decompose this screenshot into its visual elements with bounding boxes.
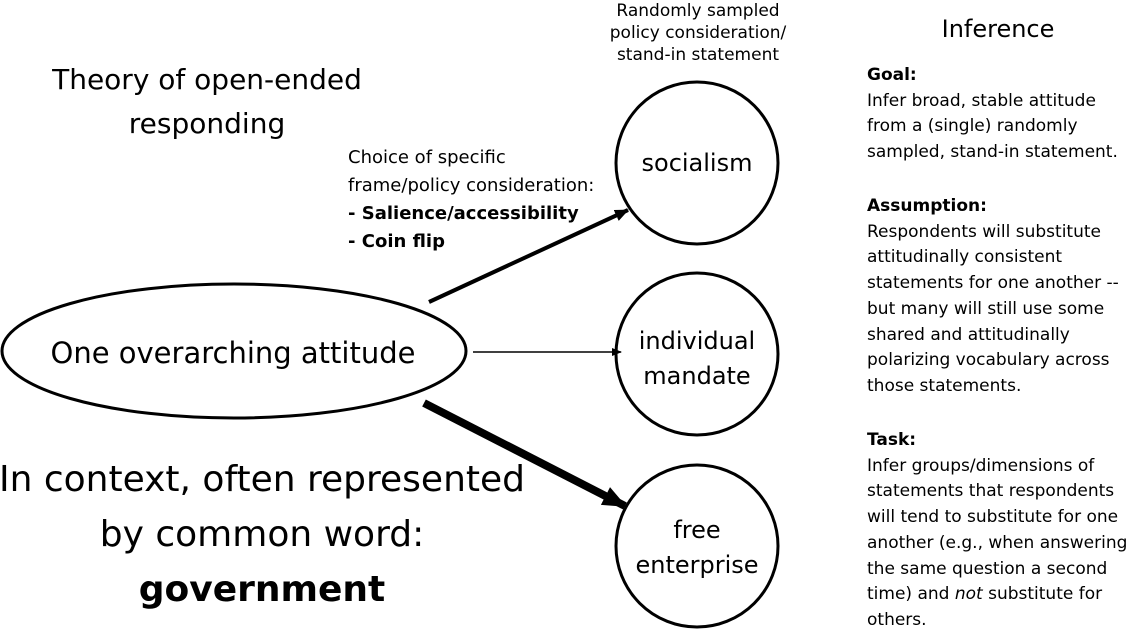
assumption-line: but many will still use some: [867, 298, 1105, 319]
sampled-label-line: Randomly sampled: [616, 1, 780, 21]
task-line: statements that respondents: [867, 481, 1115, 502]
diagram-title: Theory of open-ended responding: [0, 58, 417, 146]
choice-label: Choice of specific frame/policy consider…: [348, 144, 594, 256]
task-line-part: time) and: [867, 584, 955, 605]
inference-title: Inference: [941, 15, 1055, 43]
goal-line: from a (single) randomly: [867, 116, 1078, 137]
task-line-emphasis: not: [954, 584, 983, 605]
goal-heading: Goal:: [867, 65, 917, 85]
target-node-label-line: free: [673, 516, 721, 544]
source-node-label: One overarching attitude: [50, 336, 416, 370]
arrow-to-free-enterprise: [422, 399, 627, 510]
source-node-ellipse: [0, 282, 468, 420]
assumption-heading: Assumption:: [867, 196, 987, 216]
target-node-free-enterprise: [614, 463, 780, 629]
assumption-line: statements for one another --: [867, 273, 1119, 294]
target-node-label-line: individual: [638, 327, 756, 355]
choice-bullet: - Coin flip: [348, 231, 445, 252]
assumption-line: those statements.: [867, 375, 1022, 396]
task-line: another (e.g., when answering: [867, 532, 1128, 553]
target-node-label-free-enterprise: free enterprise: [617, 513, 777, 583]
task-line: time) and not substitute for: [867, 582, 1127, 608]
task-heading: Task:: [867, 430, 917, 450]
inference-task: Task: Infer groups/dimensions of stateme…: [867, 428, 1127, 634]
target-node-label-line: socialism: [641, 149, 753, 177]
task-line: others.: [867, 609, 927, 630]
task-line: the same question a second: [867, 558, 1108, 579]
target-node-label-line: mandate: [643, 362, 751, 390]
assumption-line: shared and attitudinally: [867, 324, 1070, 345]
sampled-label-line: policy consideration/: [609, 23, 787, 43]
context-label: In context, often represented by common …: [0, 452, 527, 617]
target-node-label-individual-mandate: individual mandate: [617, 324, 777, 394]
task-line: Infer groups/dimensions of: [867, 455, 1095, 476]
inference-assumption: Assumption: Respondents will substitute …: [867, 194, 1119, 400]
task-line: will tend to substitute for one: [867, 507, 1119, 528]
choice-label-line: frame/policy consideration:: [348, 175, 595, 196]
goal-line: sampled, stand-in statement.: [867, 142, 1118, 163]
context-label-line: by common word:: [99, 514, 425, 555]
diagram-title-line: Theory of open-ended: [52, 63, 362, 96]
target-node-label-line: enterprise: [635, 551, 759, 579]
assumption-line: Respondents will substitute: [867, 221, 1101, 242]
assumption-line: attitudinally consistent: [867, 247, 1063, 268]
assumption-line: polarizing vocabulary across: [867, 350, 1110, 371]
choice-label-line: Choice of specific: [348, 147, 506, 168]
target-node-label-socialism: socialism: [617, 146, 777, 181]
goal-line: Infer broad, stable attitude: [867, 90, 1096, 111]
task-line-part: substitute for: [982, 584, 1103, 605]
choice-bullet: - Salience/accessibility: [348, 203, 579, 224]
diagram-title-line: responding: [128, 107, 286, 140]
context-label-line: In context, often represented: [0, 459, 526, 500]
sampled-label-line: stand-in statement: [616, 45, 780, 65]
target-node-socialism: [614, 80, 780, 246]
context-word: government: [138, 569, 386, 610]
sampled-label: Randomly sampled policy consideration/ s…: [568, 0, 828, 66]
arrow-to-socialism: [428, 208, 629, 304]
inference-goal: Goal: Infer broad, stable attitude from …: [867, 63, 1118, 166]
